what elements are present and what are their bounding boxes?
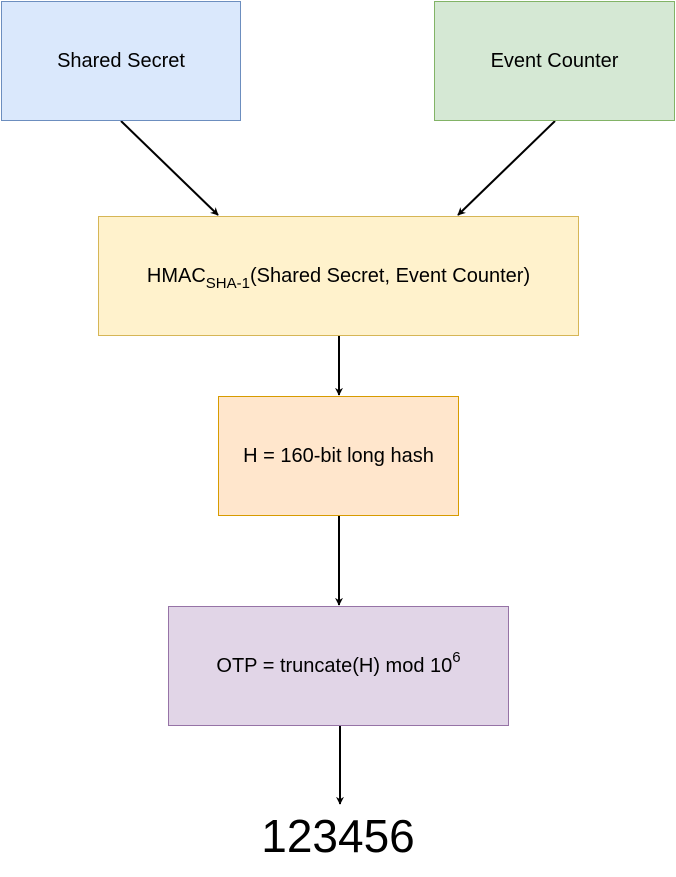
- hmac-suffix: (Shared Secret, Event Counter): [249, 265, 531, 287]
- hmac-prefix: HMAC: [146, 265, 206, 287]
- shared-secret-label: Shared Secret: [57, 50, 185, 72]
- otp-label: OTP = truncate(H) mod 106: [216, 649, 461, 681]
- hmac-node: HMACSHA-1(Shared Secret, Event Counter): [98, 216, 579, 336]
- hash-label: H = 160-bit long hash: [243, 445, 434, 467]
- hmac-label: HMACSHA-1(Shared Secret, Event Counter): [147, 261, 530, 291]
- shared-secret-node: Shared Secret: [1, 1, 241, 121]
- hmac-subscript: SHA-1: [205, 275, 250, 292]
- otp-exponent: 6: [452, 649, 461, 666]
- arrow-counter-to-hmac: [457, 120, 556, 216]
- otp-text: OTP = truncate(H) mod 10: [216, 655, 453, 677]
- otp-result-value: 123456: [261, 810, 415, 862]
- event-counter-node: Event Counter: [434, 1, 675, 121]
- arrow-secret-to-hmac: [120, 120, 219, 216]
- hash-node: H = 160-bit long hash: [218, 396, 459, 516]
- otp-node: OTP = truncate(H) mod 106: [168, 606, 509, 726]
- event-counter-label: Event Counter: [490, 50, 619, 72]
